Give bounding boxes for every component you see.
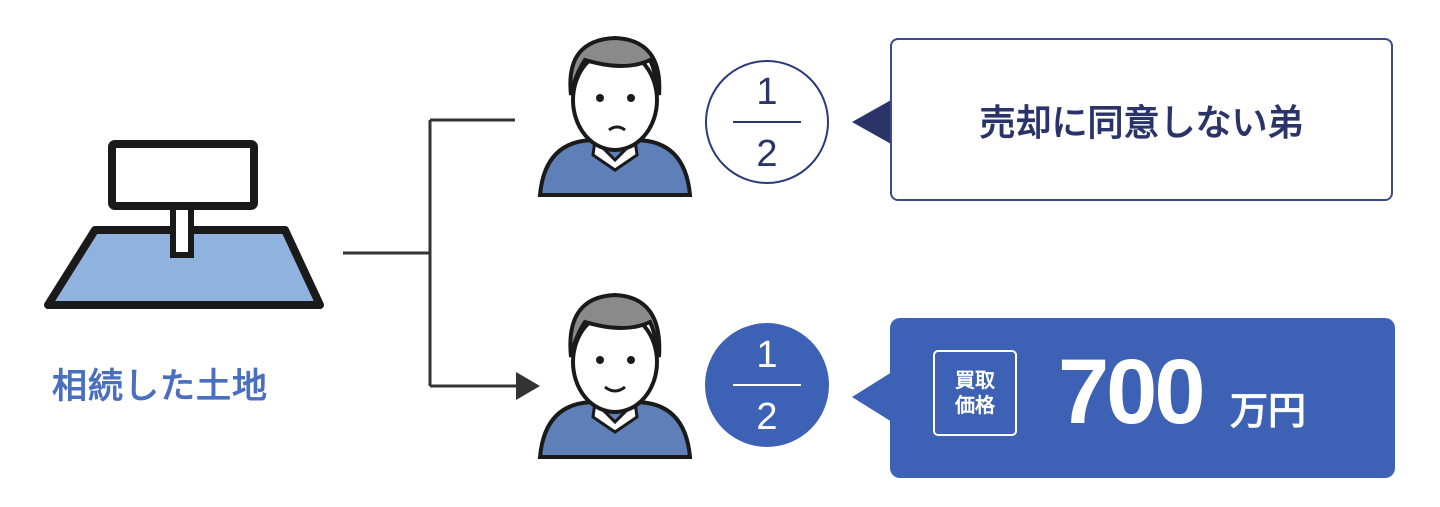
purchase-price-badge: 買取 価格 [933,350,1017,436]
connector-lines [343,118,520,388]
share-denominator-2: 2 [756,396,778,438]
badge-line2: 価格 [955,393,995,417]
person-heir-icon [537,292,693,459]
land-label: 相続した土地 [52,367,269,407]
brother-bubble-text: 売却に同意しない弟 [979,102,1304,144]
share-numerator-1: 1 [756,71,778,113]
land-sign-icon [44,140,324,309]
price-bubble: 買取 価格 700 万円 [890,318,1395,478]
share-denominator-1: 2 [756,133,778,175]
badge-line1: 買取 [955,368,995,392]
bubble-pointer-1 [852,100,891,144]
person-brother-icon [537,35,693,197]
share-numerator-2: 1 [756,334,778,376]
arrow-head-icon [516,372,540,400]
brother-bubble: 売却に同意しない弟 [890,38,1393,201]
price-unit: 万円 [1230,389,1307,433]
bubble-pointer-2 [852,372,892,422]
price-value: 700 [1058,341,1205,443]
